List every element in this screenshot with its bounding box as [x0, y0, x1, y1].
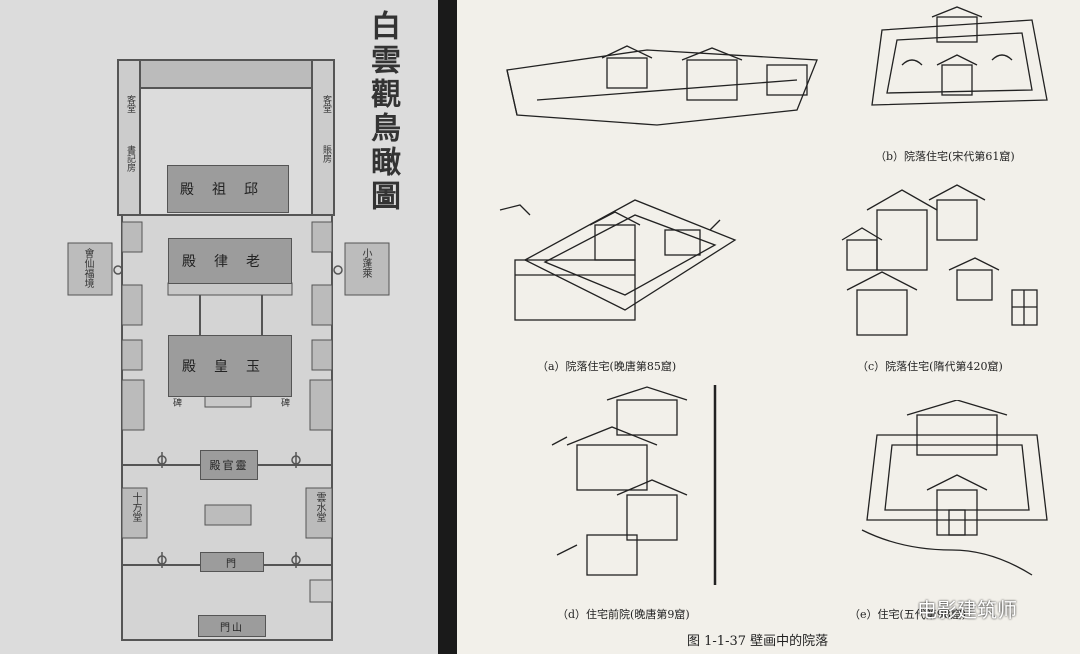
- sketch-song-courtyard: [871, 6, 1048, 106]
- hall-gate-small: 門: [200, 552, 264, 572]
- hall-qiuzu: 殿祖邱: [167, 165, 289, 213]
- label-right-2: 賬房: [321, 145, 331, 163]
- label-yunshui: 雲水堂: [314, 492, 325, 522]
- sketch-late-tang-9: [551, 385, 717, 585]
- caption-b: （b）院落住宅(宋代第61窟): [875, 150, 1015, 163]
- sketch-courtyard-top-left: [506, 45, 818, 126]
- caption-d: （d）住宅前院(晚唐第9窟): [557, 608, 690, 621]
- right-page: （b）院落住宅(宋代第61窟) （a）院落住宅(晚唐第85窟): [457, 0, 1080, 654]
- compound-plan: [67, 59, 390, 641]
- label-stele-left: 碑: [171, 398, 181, 407]
- sketch-late-tang-85: [499, 199, 737, 321]
- caption-c: （c）院落住宅(隋代第420窟): [857, 360, 1003, 373]
- figure-caption: 图 1-1-37 壁画中的院落: [687, 634, 829, 649]
- hall-laolv: 殿律老: [168, 238, 292, 284]
- label-stele-right: 碑: [279, 398, 289, 407]
- left-page: 白雲觀鳥瞰圖: [0, 0, 438, 654]
- hall-lingguan: 殿官靈: [200, 450, 258, 480]
- sketch-five-dynasties: [861, 400, 1048, 576]
- label-shifang: 十方堂: [130, 492, 141, 522]
- caption-e: （e）住宅(五代第98窟): [849, 608, 967, 621]
- hall-shanmen: 門山: [198, 615, 266, 637]
- caption-a: （a）院落住宅(晚唐第85窟): [537, 360, 677, 373]
- label-left-1: 客堂: [125, 95, 135, 113]
- hall-yuhuang: 殿皇玉: [168, 335, 292, 397]
- page-title: 白雲觀鳥瞰圖: [365, 10, 400, 214]
- watermark-text: 电影建筑师: [917, 598, 1017, 622]
- label-left-2: 書記房: [125, 145, 135, 172]
- sketch-sui-420: [841, 184, 1038, 336]
- label-far-right: 小蓬萊: [360, 248, 371, 278]
- label-right-1: 客堂: [321, 95, 331, 113]
- label-far-left: 會仙福境: [82, 248, 93, 288]
